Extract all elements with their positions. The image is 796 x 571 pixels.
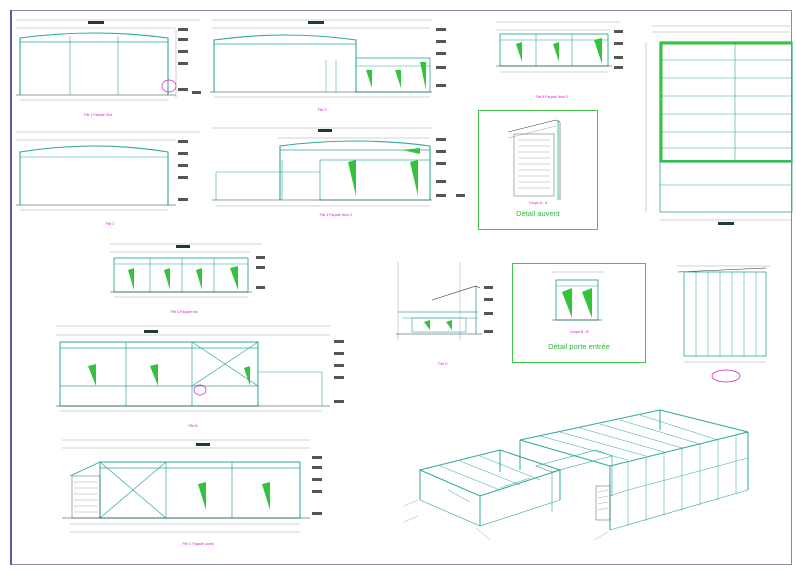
detail-auvent-box: Coupe A - A Détail auvent xyxy=(478,110,598,230)
elevation-7-drawing xyxy=(56,325,344,412)
section-2-label: Coupe A - A xyxy=(528,201,548,205)
elevation-8-drawing xyxy=(62,439,322,533)
elevation-3-drawing xyxy=(210,19,446,98)
section-3-label: Coupe B - B xyxy=(569,330,589,334)
sheet-margin-line xyxy=(10,10,12,565)
elevation-3-label: File 3 xyxy=(317,108,327,112)
detail-auvent-drawing xyxy=(507,119,561,200)
roof-plan-drawing xyxy=(645,25,793,225)
elevation-8-label: File C Façade ouest xyxy=(182,542,214,546)
isometric-3d-view xyxy=(403,409,749,541)
elevation-2-drawing xyxy=(16,131,200,211)
elevation-6-label: File A Façade est xyxy=(170,310,198,314)
detail-porte-drawing xyxy=(552,271,604,321)
detail-auvent-title: Détail auvent xyxy=(516,209,560,218)
elevation-5-label: File 5 Façade Nord 1 xyxy=(535,95,569,99)
elevation-4-label: File 4 Façade Nord 1 xyxy=(319,213,353,217)
section-1-label: File D xyxy=(438,362,448,366)
detail-porte-box: Coupe B - B Détail porte entrée xyxy=(512,263,646,363)
elevation-7-label: File B xyxy=(188,424,198,428)
elevation-1-drawing xyxy=(16,19,201,101)
elevation-5-drawing xyxy=(496,21,623,73)
elevation-2-label: File 2 xyxy=(105,222,115,226)
elevation-4-drawing xyxy=(212,127,465,207)
detail-porte-title: Détail porte entrée xyxy=(548,342,610,351)
section-drawing xyxy=(396,262,493,340)
elevation-6-drawing xyxy=(110,243,265,298)
side-frame-drawing xyxy=(676,265,770,383)
elevation-1-label: File 1 Façade Sud xyxy=(83,113,113,117)
